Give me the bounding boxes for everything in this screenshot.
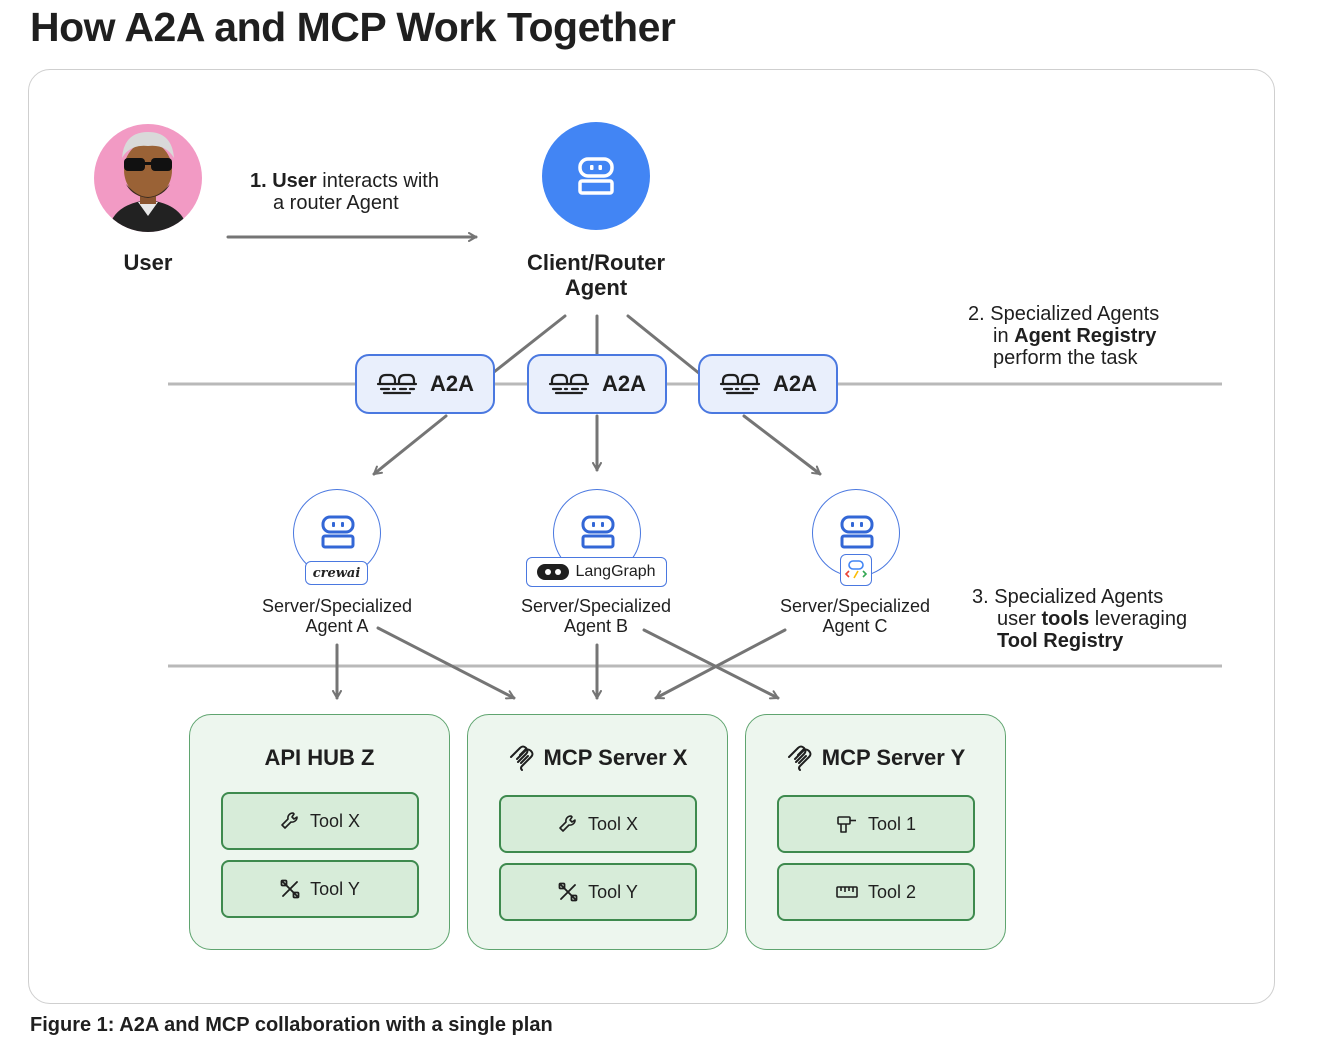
robot-icon (840, 515, 874, 549)
langgraph-icon (537, 564, 570, 580)
mcp-server-y-box: MCP Server Y Tool 1 Tool 2 (745, 714, 1006, 950)
a2a-label: A2A (772, 371, 817, 396)
server-title: API HUB Z (190, 745, 449, 771)
router-label-line2: Agent (564, 275, 628, 300)
tool-label: Tool X (587, 813, 639, 834)
step-3-line1: 3. Specialized Agents (972, 586, 1164, 608)
router-agent-node (542, 122, 650, 230)
wrench-icon (558, 814, 578, 834)
step-1-line2: a router Agent (273, 192, 399, 214)
agent-b-to-mcp-y (642, 628, 780, 700)
step-2-line1: 2. Specialized Agents (968, 303, 1160, 325)
crewai-logo: crewai (305, 561, 368, 585)
agent-a-line2: Agent A (305, 616, 369, 636)
step-2-line3: perform the task (993, 347, 1138, 369)
router-label-line1: Client/Router (526, 250, 666, 275)
step-3-line3: Tool Registry (997, 630, 1124, 652)
a2a-label: A2A (601, 371, 646, 396)
api-hub-z-box: API HUB Z Tool X Tool Y (189, 714, 450, 950)
agent-b-line2: Agent B (563, 616, 629, 636)
agent-b-line1: Server/Specialized (520, 596, 672, 616)
step-1-note: 1. User interacts with a router Agent (250, 170, 439, 214)
server-title: MCP Server Y (746, 745, 1005, 771)
step-1-rest: interacts with (316, 170, 439, 192)
tools-icon (558, 882, 578, 902)
a2a-icon (548, 372, 590, 396)
agent-c-line1: Server/Specialized (779, 596, 931, 616)
agent-c-to-mcp-x (654, 628, 787, 700)
a2a-label: A2A (429, 371, 474, 396)
mcp-icon (508, 745, 534, 771)
step-3-note: 3. Specialized Agents user tools leverag… (972, 586, 1187, 652)
agent-a-line1: Server/Specialized (261, 596, 413, 616)
agent-c-line2: Agent C (822, 616, 888, 636)
langgraph-logo: LangGraph (526, 557, 667, 587)
a2a-icon (719, 372, 761, 396)
server-title-text: API HUB Z (264, 745, 375, 770)
step-3-bold: tools (1041, 608, 1090, 630)
agent-a-label: Server/Specialized Agent A (237, 596, 437, 636)
tools-icon (280, 879, 300, 899)
agent-c-label: Server/Specialized Agent C (755, 596, 955, 636)
a2a-icon (376, 372, 418, 396)
tool-x-button[interactable]: Tool X (221, 792, 419, 850)
user-avatar (94, 124, 202, 232)
tool-y-button[interactable]: Tool Y (221, 860, 419, 918)
step-3-pre: user (997, 608, 1042, 630)
ruler-icon (836, 885, 858, 899)
a2a-3-to-agent-c (742, 414, 822, 476)
robot-icon (321, 515, 355, 549)
drill-icon (836, 814, 858, 834)
step-3-post: leveraging (1089, 608, 1188, 630)
tool-2-button[interactable]: Tool 2 (777, 863, 975, 921)
server-title: MCP Server X (468, 745, 727, 771)
agent-b-label: Server/Specialized Agent B (496, 596, 696, 636)
tool-label: Tool Y (310, 878, 360, 899)
diagram-frame (28, 69, 1275, 1004)
router-to-a2a-1 (492, 314, 567, 374)
tool-label: Tool 1 (867, 813, 917, 834)
tool-y-button[interactable]: Tool Y (499, 863, 697, 921)
step-2-note: 2. Specialized Agents in Agent Registry … (968, 303, 1159, 369)
robot-icon (578, 157, 614, 195)
step-2-pre: in (993, 325, 1015, 347)
langgraph-logo-text: LangGraph (575, 563, 656, 580)
robot-icon (581, 515, 615, 549)
step-1-bold: 1. User (250, 170, 317, 192)
tool-x-button[interactable]: Tool X (499, 795, 697, 853)
agent-a-to-mcp-x (376, 626, 516, 700)
a2a-protocol-node-2: A2A (527, 354, 667, 414)
tool-label: Tool Y (588, 881, 638, 902)
step-2-bold: Agent Registry (1014, 325, 1157, 347)
router-label: Client/Router Agent (496, 250, 696, 300)
router-to-a2a-3 (626, 314, 702, 376)
mcp-server-x-box: MCP Server X Tool X Tool Y (467, 714, 728, 950)
a2a-1-to-agent-a (372, 414, 448, 476)
page-title: How A2A and MCP Work Together (30, 4, 676, 50)
adk-icon (844, 560, 868, 579)
user-label: User (123, 250, 173, 275)
adk-logo (840, 554, 872, 586)
a2a-protocol-node-1: A2A (355, 354, 495, 414)
a2a-protocol-node-3: A2A (698, 354, 838, 414)
mcp-icon (786, 745, 812, 771)
crewai-logo-text: crewai (312, 565, 361, 581)
tool-label: Tool 2 (867, 881, 917, 902)
tool-1-button[interactable]: Tool 1 (777, 795, 975, 853)
wrench-icon (280, 811, 300, 831)
server-title-text: MCP Server X (543, 745, 688, 770)
server-title-text: MCP Server Y (821, 745, 966, 770)
tool-label: Tool X (309, 810, 361, 831)
